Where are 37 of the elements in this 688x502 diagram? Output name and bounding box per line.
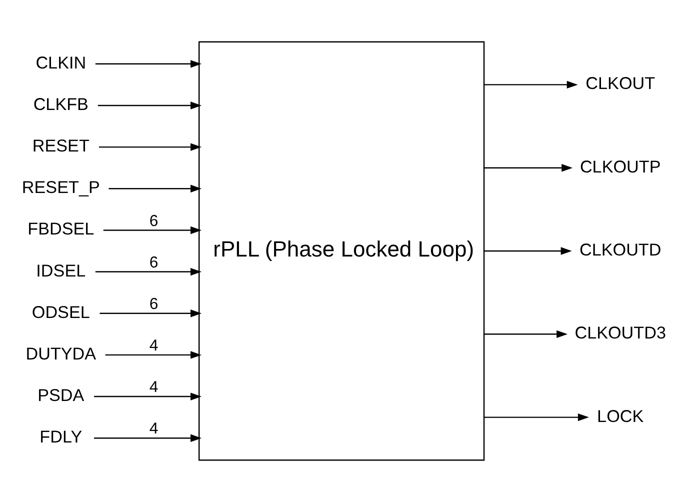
node-text: CLKOUTD3 <box>574 324 666 343</box>
arrow <box>95 268 202 276</box>
edge-label: 4 <box>149 338 158 355</box>
node-text: FBDSEL <box>28 220 94 239</box>
arrow <box>108 184 202 192</box>
edge-label: 6 <box>149 296 158 313</box>
arrow <box>95 60 202 68</box>
arrow <box>99 143 202 151</box>
node-text: CLKFB <box>33 95 88 114</box>
arrow <box>484 164 573 172</box>
node-text: CLKOUTD <box>579 240 662 260</box>
node-text: CLKIN <box>36 53 86 72</box>
node-text: RESET_P <box>22 178 100 198</box>
edge-label: 4 <box>149 420 158 438</box>
node-text: RESET <box>32 136 90 156</box>
node-text: PSDA <box>38 386 84 406</box>
arrow <box>484 247 572 255</box>
arrow <box>484 330 568 338</box>
arrow <box>94 434 202 442</box>
node-text: IDSEL <box>36 261 86 280</box>
node-text: ODSEL <box>32 302 90 322</box>
arrow <box>100 310 202 318</box>
node-text: CLKOUTP <box>580 157 661 176</box>
arrow <box>94 392 202 400</box>
edge-label: 6 <box>149 212 158 230</box>
arrow <box>484 80 578 89</box>
arrow <box>105 351 202 359</box>
arrow <box>103 226 202 234</box>
edge-label: 6 <box>149 254 158 272</box>
arrow <box>484 413 589 422</box>
node-text: DUTYDA <box>26 344 96 364</box>
node-text: LOCK <box>597 406 644 426</box>
arrow <box>98 102 202 110</box>
node-text: FDLY <box>40 428 82 447</box>
node-text: CLKOUT <box>586 74 656 94</box>
node-box: rPLL (Phase Locked Loop) <box>198 41 485 461</box>
edge-label: 4 <box>149 379 158 396</box>
